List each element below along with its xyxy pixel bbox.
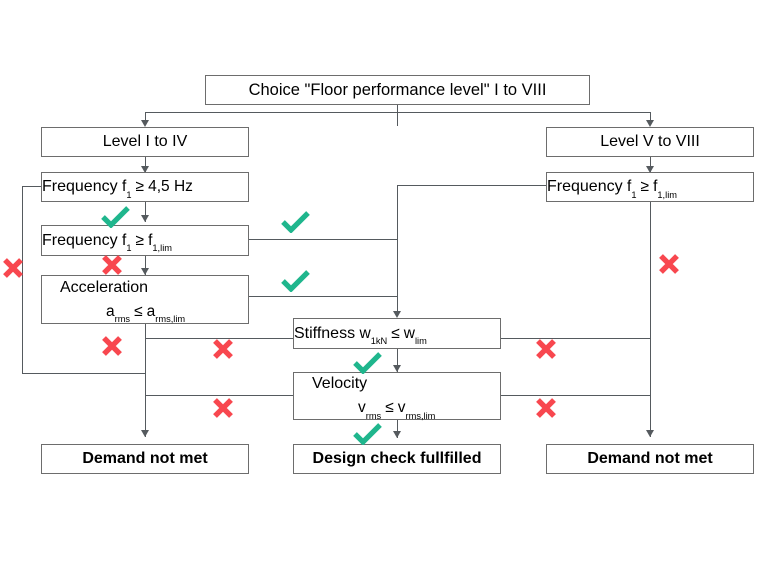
node-fail-right[interactable]: Demand not met — [546, 444, 754, 474]
edge-acceleration-fail-column — [145, 324, 146, 437]
cross-icon-velocity-to-fail-left — [211, 396, 235, 420]
arrowhead-level-right — [645, 120, 654, 127]
check-icon-acceleration-to-stiffness — [281, 270, 310, 292]
node-level-right-label: Level V to VIII — [600, 133, 700, 151]
edge-velocity-pass — [397, 420, 398, 438]
node-frequency-45hz[interactable]: Frequency f1 ≥ 4,5 Hz — [41, 172, 249, 202]
edge-split-right-down — [650, 112, 651, 124]
edge-right-fail-column — [650, 202, 651, 437]
edge-freq45-freqlim — [145, 202, 146, 222]
check-icon-freq45-to-freqlim — [101, 206, 130, 228]
node-frequency-45hz-formula: f1 ≥ 4,5 Hz — [122, 178, 193, 200]
node-level-left[interactable]: Level I to IV — [41, 127, 249, 157]
edge-velocity-fail-left — [145, 395, 293, 396]
edge-split-left-down — [145, 112, 146, 124]
node-frequency-lim-right[interactable]: Frequency f1 ≥ f1,lim — [546, 172, 754, 202]
node-stiffness-formula: w1kN ≤ wlim — [359, 324, 427, 347]
node-fail-left-label: Demand not met — [82, 450, 208, 468]
node-velocity-formula: vrms ≤ vrms,lim — [358, 399, 436, 421]
node-acceleration[interactable]: Acceleration arms ≤ arms,lim — [41, 275, 249, 324]
node-level-left-label: Level I to IV — [102, 133, 188, 151]
check-icon-stiffness-to-velocity — [353, 352, 382, 374]
node-acceleration-formula: arms ≤ arms,lim — [106, 302, 186, 325]
cross-icon-stiffness-to-fail-right — [534, 337, 558, 361]
node-frequency-lim-right-label: Frequency — [547, 178, 623, 196]
arrowhead-freqlim-right — [645, 166, 654, 173]
arrowhead-acceleration — [140, 268, 149, 275]
edge-stiffness-velocity — [397, 349, 398, 372]
check-icon-velocity-to-pass — [353, 423, 382, 445]
arrowhead-fail-left — [140, 430, 149, 437]
cross-icon-acceleration-to-fail — [100, 334, 124, 358]
arrowhead-stiffness — [392, 311, 401, 318]
edge-left-bypass-vertical — [22, 186, 23, 373]
node-frequency-lim-left[interactable]: Frequency f1 ≥ f1,lim — [41, 225, 249, 256]
cross-icon-freqlim-to-acceleration — [100, 253, 124, 277]
edge-mid-collector-vertical — [397, 185, 398, 311]
check-icon-freqlim-to-stiffness — [281, 211, 310, 233]
edge-freq45-left-out — [22, 186, 46, 187]
cross-icon-freqlim-right-to-fail — [657, 252, 681, 276]
node-frequency-45hz-label: Frequency — [42, 178, 118, 196]
edge-freqlim-acceleration — [145, 256, 146, 275]
cross-icon-freq45-left-branch — [1, 256, 25, 280]
edge-stiffness-fail-right — [501, 338, 650, 339]
node-velocity[interactable]: Velocity vrms ≤ vrms,lim — [293, 372, 501, 420]
node-fail-left[interactable]: Demand not met — [41, 444, 249, 474]
arrowhead-pass — [392, 431, 401, 438]
node-acceleration-label: Acceleration — [60, 278, 149, 296]
node-frequency-lim-left-label: Frequency — [42, 231, 118, 249]
edge-levelleft-freq45 — [145, 157, 146, 172]
node-frequency-lim-right-formula: f1 ≥ f1,lim — [627, 178, 677, 200]
node-fail-right-label: Demand not met — [587, 450, 713, 468]
node-choice-label: Choice "Floor performance level" I to VI… — [248, 80, 547, 99]
node-pass-label: Design check fullfilled — [312, 450, 482, 468]
node-stiffness-label: Stiffness — [294, 324, 356, 342]
arrowhead-velocity — [392, 365, 401, 372]
edge-choice-down — [397, 104, 398, 126]
cross-icon-velocity-to-fail-right — [534, 396, 558, 420]
node-frequency-lim-left-formula: f1 ≥ f1,lim — [122, 231, 172, 254]
node-velocity-label: Velocity — [312, 375, 368, 393]
node-level-right[interactable]: Level V to VIII — [546, 127, 754, 157]
arrowhead-fail-right — [645, 430, 654, 437]
edge-left-bypass-to-column — [22, 373, 145, 374]
arrowhead-freq45 — [140, 166, 149, 173]
arrowhead-level-left — [140, 120, 149, 127]
edge-acceleration-to-mid — [248, 296, 397, 297]
edge-freqlimright-to-mid — [397, 185, 548, 186]
node-choice[interactable]: Choice "Floor performance level" I to VI… — [205, 75, 590, 105]
arrowhead-freqlim-left — [140, 215, 149, 222]
edge-split-horizontal — [145, 112, 651, 113]
edge-stiffness-fail-left — [145, 338, 293, 339]
edge-freqlim-to-mid — [248, 239, 397, 240]
node-pass[interactable]: Design check fullfilled — [293, 444, 501, 474]
edge-velocity-fail-right — [501, 395, 650, 396]
cross-icon-stiffness-to-fail-left — [211, 337, 235, 361]
node-stiffness[interactable]: Stiffness w1kN ≤ wlim — [293, 318, 501, 349]
edge-levelright-freqlim — [650, 157, 651, 172]
